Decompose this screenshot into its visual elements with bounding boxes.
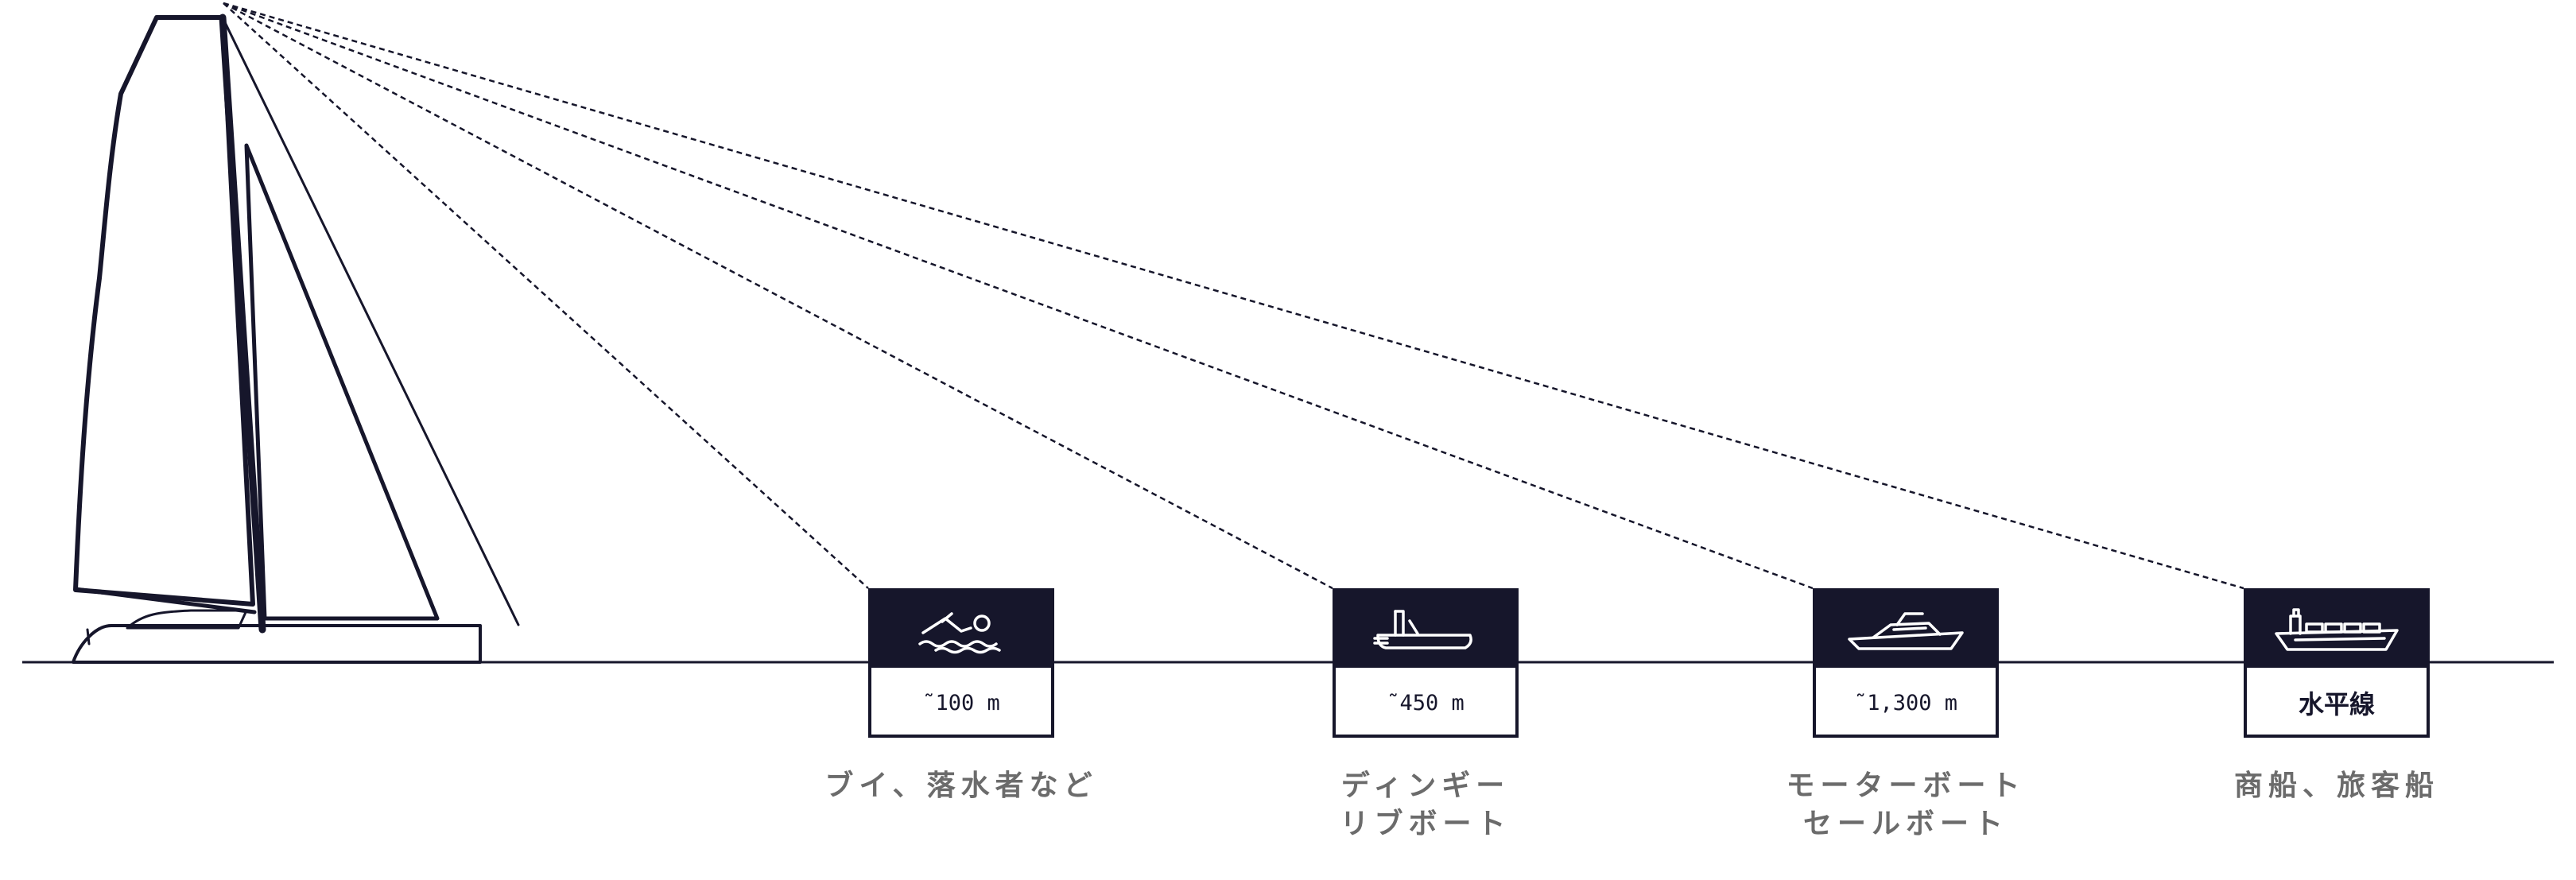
caption-line: ブイ、落水者など	[824, 770, 1098, 802]
cargo-ship-icon	[2275, 608, 2399, 651]
caption-line: モーターボート	[1786, 770, 2026, 802]
range-value: 水平線	[2298, 689, 2375, 719]
range-value: ˜100 m	[922, 690, 1000, 715]
caption-line: リブボート	[1340, 808, 1511, 840]
motorboat-icon	[1848, 612, 1964, 650]
caption-3: モーターボート セールボート	[1707, 767, 2105, 843]
cabin	[126, 609, 248, 630]
caption-line: 商船、旅客船	[2233, 770, 2439, 802]
sailboat-illustration	[72, 14, 520, 664]
range-value: ˜450 m	[1387, 690, 1465, 715]
caption-4: 商船、旅客船	[2138, 767, 2535, 805]
boom	[73, 587, 257, 614]
caption-1: ブイ、落水者など	[762, 767, 1160, 805]
range-card-2: ˜450 m	[1333, 588, 1519, 738]
hull	[72, 624, 482, 664]
swimmer-icon	[918, 612, 1001, 654]
sight-line-4	[223, 2, 2244, 590]
caption-line: ディンギー	[1340, 770, 1511, 802]
mainsail	[73, 15, 255, 607]
sight-line-3	[223, 2, 1814, 590]
range-value: ˜1,300 m	[1853, 690, 1958, 715]
caption-2: ディンギー リブボート	[1227, 767, 1624, 843]
sight-line-1	[223, 2, 869, 589]
mast	[219, 14, 266, 634]
sight-lines	[223, 2, 2244, 590]
range-card-1: ˜100 m	[868, 588, 1054, 738]
genoa-sail	[221, 16, 520, 626]
range-card-4: 水平線	[2244, 588, 2430, 738]
sight-line-2	[223, 2, 1333, 590]
caption-line: セールボート	[1802, 808, 2008, 840]
stern-rail	[86, 628, 91, 645]
range-card-3: ˜1,300 m	[1813, 588, 1999, 738]
dinghy-icon	[1373, 610, 1472, 649]
jib-sail	[244, 143, 440, 621]
